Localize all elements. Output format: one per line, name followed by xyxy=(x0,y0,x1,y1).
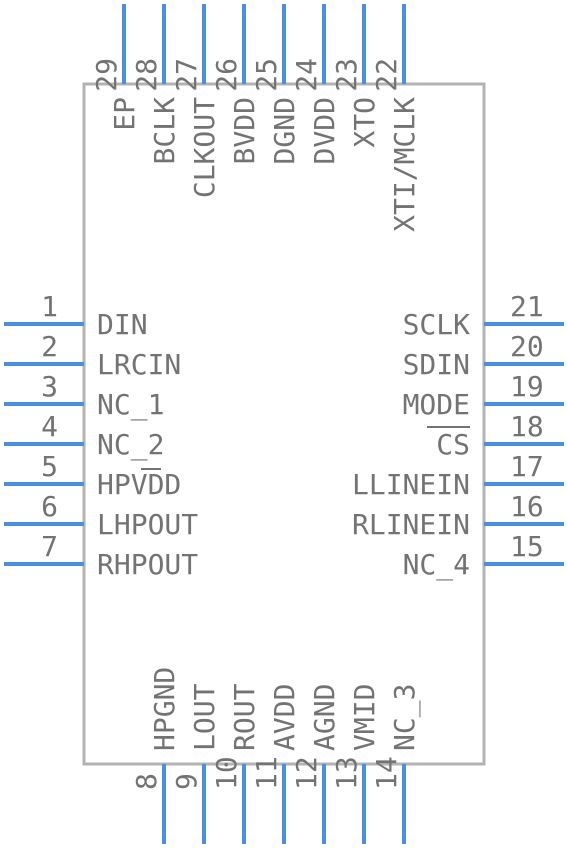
pin-10-label-rout: ROUT xyxy=(228,683,261,751)
pin-6-label-lhpout: LHPOUT xyxy=(97,508,198,541)
pin-2-number: 2 xyxy=(41,330,58,363)
pin-13-number: 13 xyxy=(330,756,363,790)
pin-14-number: 14 xyxy=(370,756,403,790)
pin-28-number: 28 xyxy=(130,58,163,92)
pin-15-label-nc-4: NC_4 xyxy=(403,548,470,582)
pin-16-number: 16 xyxy=(510,490,544,523)
pin-12-label-agnd: AGND xyxy=(308,684,341,751)
pins-bottom: 8 HPGND 9 LOUT 10 ROUT 11 AVDD 12 AGND 13 VMID 14 NC_… xyxy=(130,667,422,844)
pin-23-label-xto: XTO xyxy=(348,97,381,148)
pin-18-number: 18 xyxy=(510,410,544,443)
pin-23-number: 23 xyxy=(330,58,363,92)
pin-22-number: 22 xyxy=(370,58,403,92)
pin-5-number: 5 xyxy=(41,450,58,483)
pin-24-label-dvdd: DVDD xyxy=(308,97,341,164)
pin-22-label-xti-mclk: XTI/MCLK xyxy=(388,97,421,232)
pin-14-label-nc-3: NC_3 xyxy=(388,684,422,751)
pin-19-label-mode: MODE xyxy=(403,388,470,421)
pin-15-number: 15 xyxy=(510,530,544,563)
pin-25-label-dgnd: DGND xyxy=(268,97,301,164)
pin-4-label-nc-2: NC_2 xyxy=(97,428,164,462)
pin-21-label-sclk: SCLK xyxy=(403,308,471,341)
pin-18-label-cs: CS xyxy=(436,428,470,461)
pin-8-number: 8 xyxy=(130,773,163,790)
pin-7-number: 7 xyxy=(41,530,58,563)
pin-11-number: 11 xyxy=(250,756,283,790)
pin-3-label-nc-1: NC_1 xyxy=(97,388,164,422)
pin-4-number: 4 xyxy=(41,410,58,443)
pin-12-number: 12 xyxy=(290,756,323,790)
pin-11-label-avdd: AVDD xyxy=(268,684,301,751)
pin-20-number: 20 xyxy=(510,330,544,363)
pin-9-number: 9 xyxy=(170,773,203,790)
pin-27-number: 27 xyxy=(170,58,203,92)
pin-3-number: 3 xyxy=(41,370,58,403)
pin-13-label-vmid: VMID xyxy=(348,684,381,751)
pin-25-number: 25 xyxy=(250,58,283,92)
pin-1-label-din: DIN xyxy=(97,308,148,341)
pin-24-number: 24 xyxy=(290,58,323,92)
pin-10-number: 10 xyxy=(210,756,243,790)
pin-16-label-rlinein: RLINEIN xyxy=(352,508,470,541)
ic-body xyxy=(82,82,486,766)
pin-9-label-lout: LOUT xyxy=(188,683,221,751)
pin-19-number: 19 xyxy=(510,370,544,403)
pin-26-label-bvdd: BVDD xyxy=(228,97,261,164)
pin-21-number: 21 xyxy=(510,290,544,323)
pin-2-label-lrcin: LRCIN xyxy=(97,348,181,381)
pin-17-label-llinein: LLINEIN xyxy=(352,468,470,501)
pin-1-number: 1 xyxy=(41,290,58,323)
pin-7-label-rhpout: RHPOUT xyxy=(97,548,198,581)
pin-6-number: 6 xyxy=(41,490,58,523)
pin-5-label-hpvdd: HPVDD xyxy=(97,468,181,501)
pin-29-number: 29 xyxy=(90,58,123,92)
pin-8-label-hpgnd: HPGND xyxy=(148,667,181,751)
pin-29-label-ep: EP xyxy=(108,97,141,131)
pin-26-number: 26 xyxy=(210,58,243,92)
pin-20-label-sdin: SDIN xyxy=(403,348,470,381)
pin-28-label-bclk: BCLK xyxy=(148,97,181,165)
pin-27-label-clkout: CLKOUT xyxy=(188,97,221,198)
pin-17-number: 17 xyxy=(510,450,544,483)
